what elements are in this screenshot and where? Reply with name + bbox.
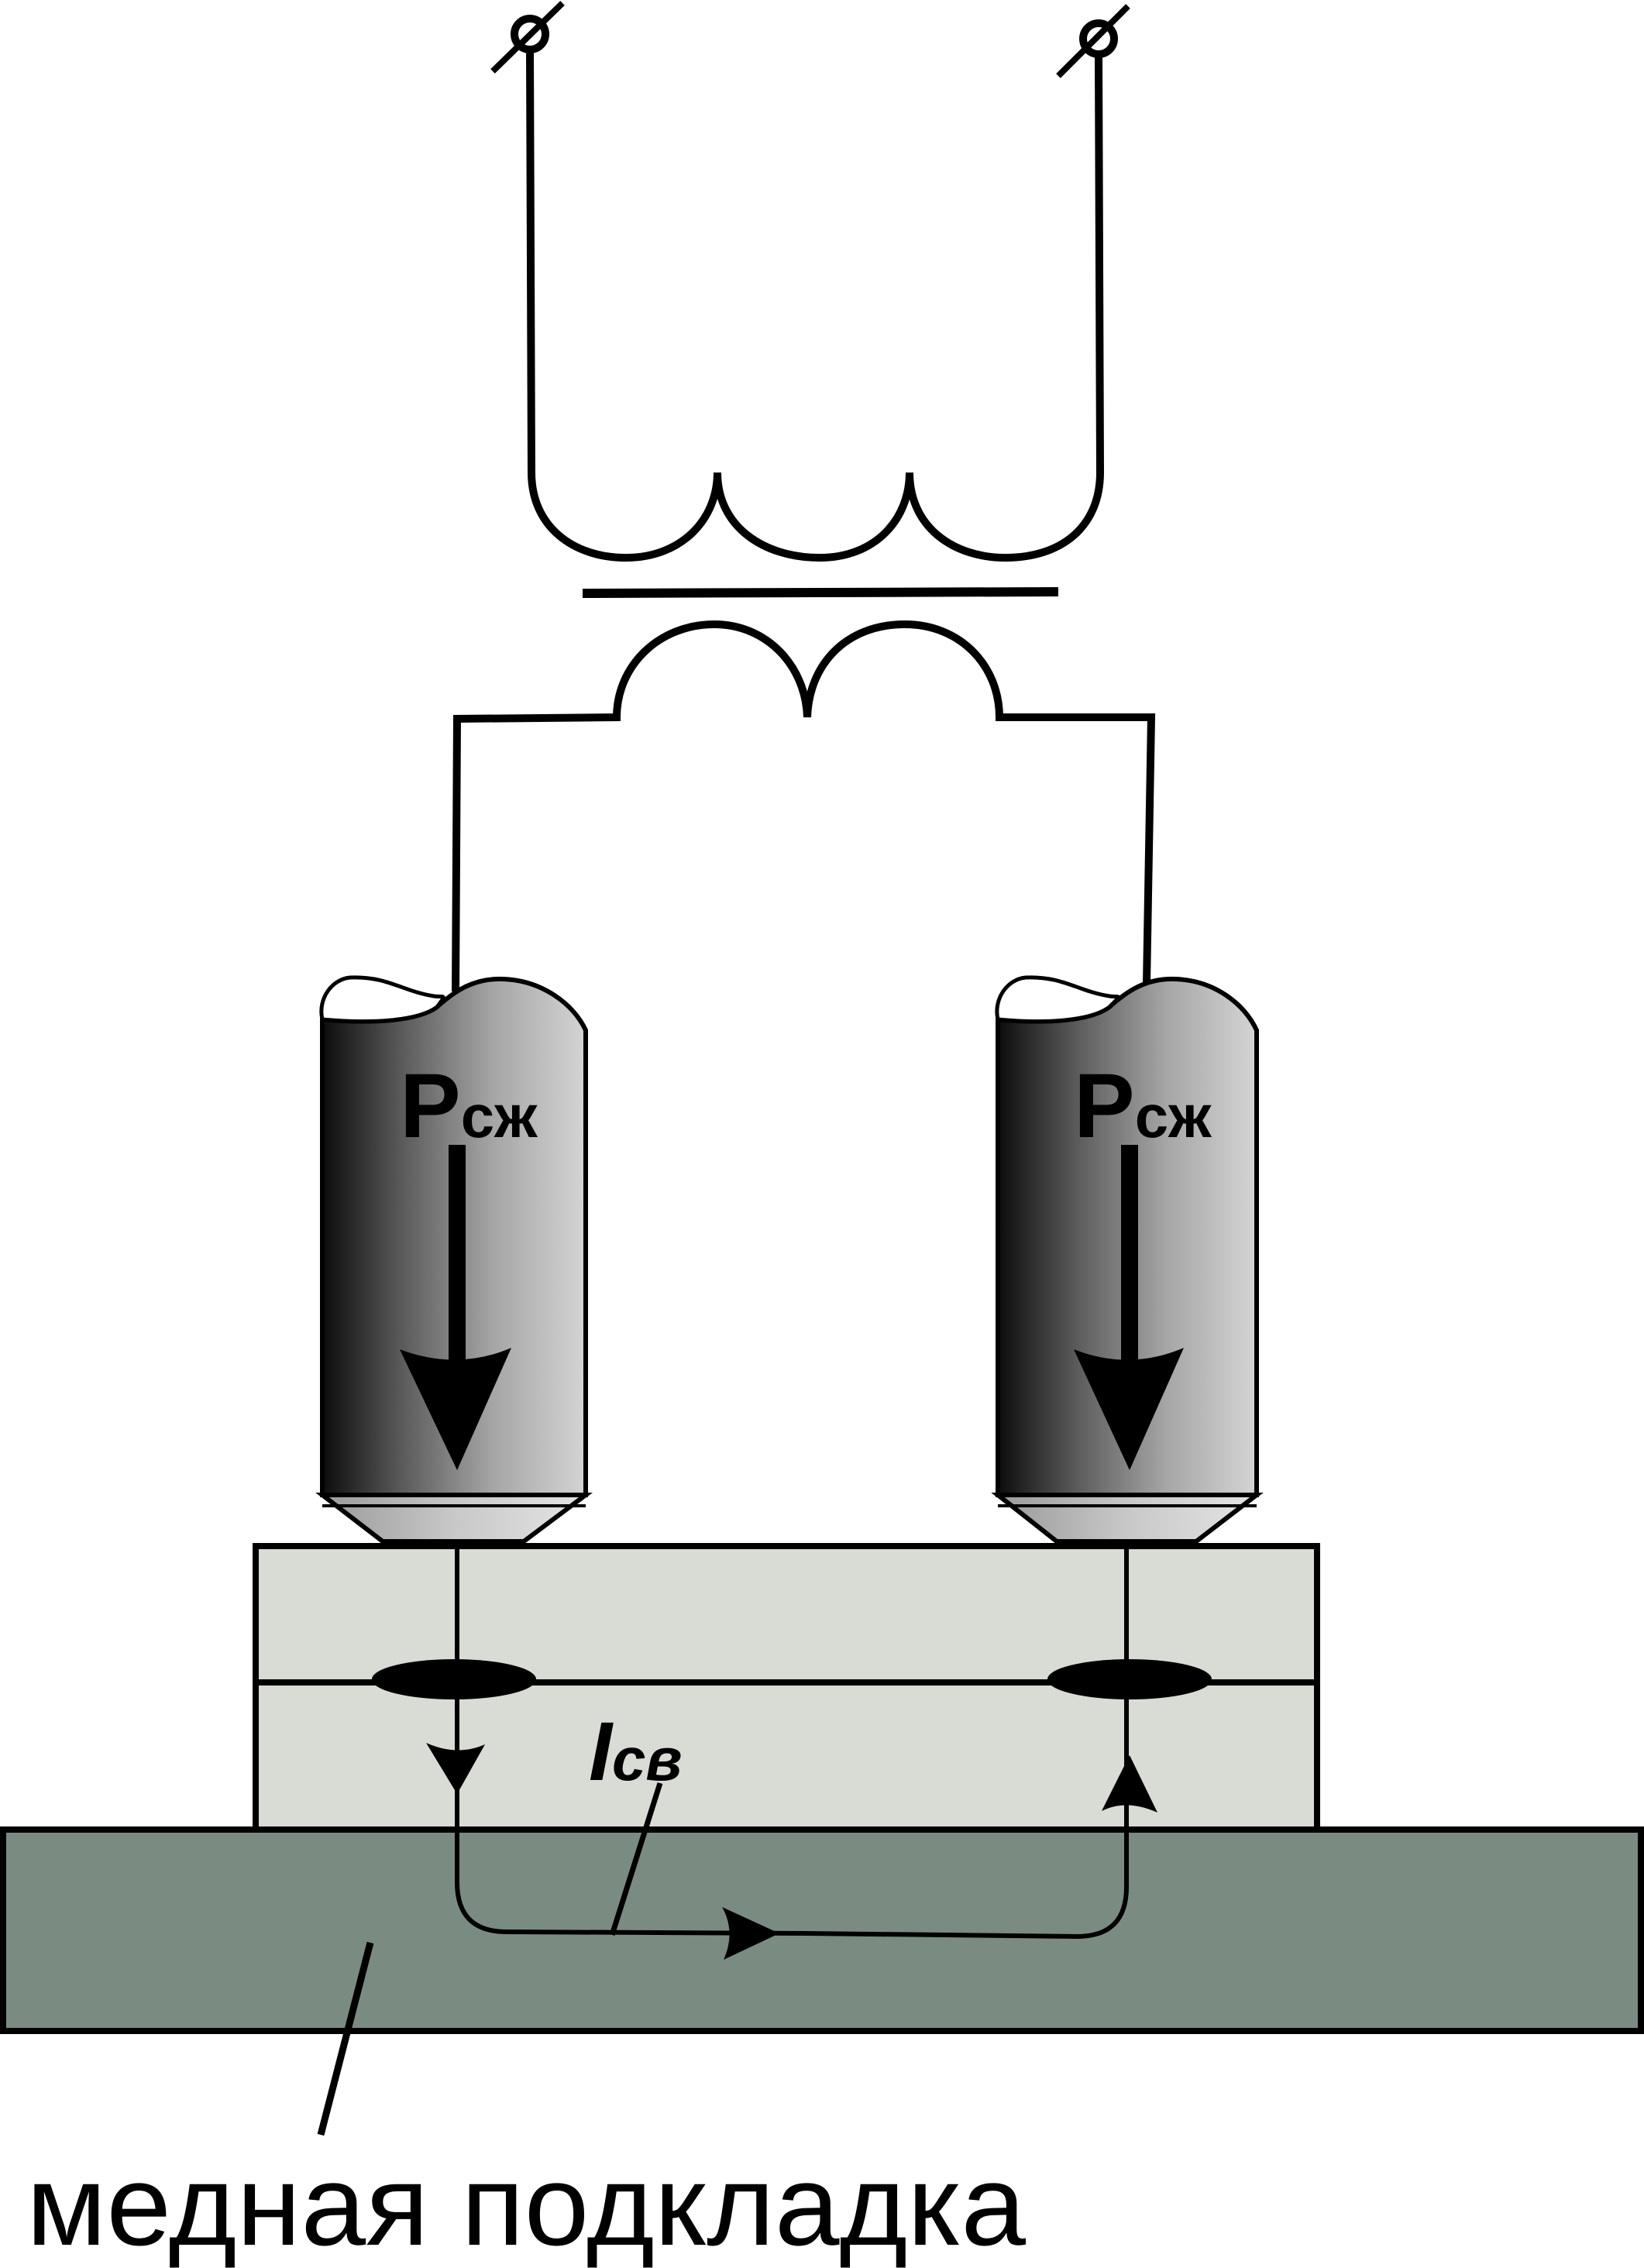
transformer-core: [582, 587, 1059, 598]
force-label-left: Pсж: [400, 1055, 538, 1157]
caption-copper-pad: медная подкладка: [26, 2142, 1027, 2268]
current-arrow-down: [426, 1743, 485, 1794]
current-arrow-right: [722, 1907, 779, 1960]
weld-nugget-left: [372, 1659, 536, 1699]
current-label-leader: [609, 1782, 663, 1936]
force-label-right: Pсж: [1074, 1055, 1212, 1157]
secondary-winding: [452, 620, 1156, 992]
force-arrow-right: [1074, 1145, 1184, 1470]
current-label: Iсв: [589, 1704, 683, 1798]
terminal-right: [1056, 4, 1130, 78]
workpiece-lower: [253, 1679, 1320, 1833]
current-path: [455, 1546, 1129, 1940]
caption-leader: [317, 1941, 374, 2136]
terminal-left: [490, 1, 565, 74]
copper-backing-pad: [0, 1826, 1644, 2034]
weld-nugget-right: [1047, 1659, 1212, 1699]
force-arrow-left: [400, 1145, 511, 1470]
primary-winding: [526, 49, 1105, 562]
current-arrow-up: [1102, 1755, 1157, 1813]
